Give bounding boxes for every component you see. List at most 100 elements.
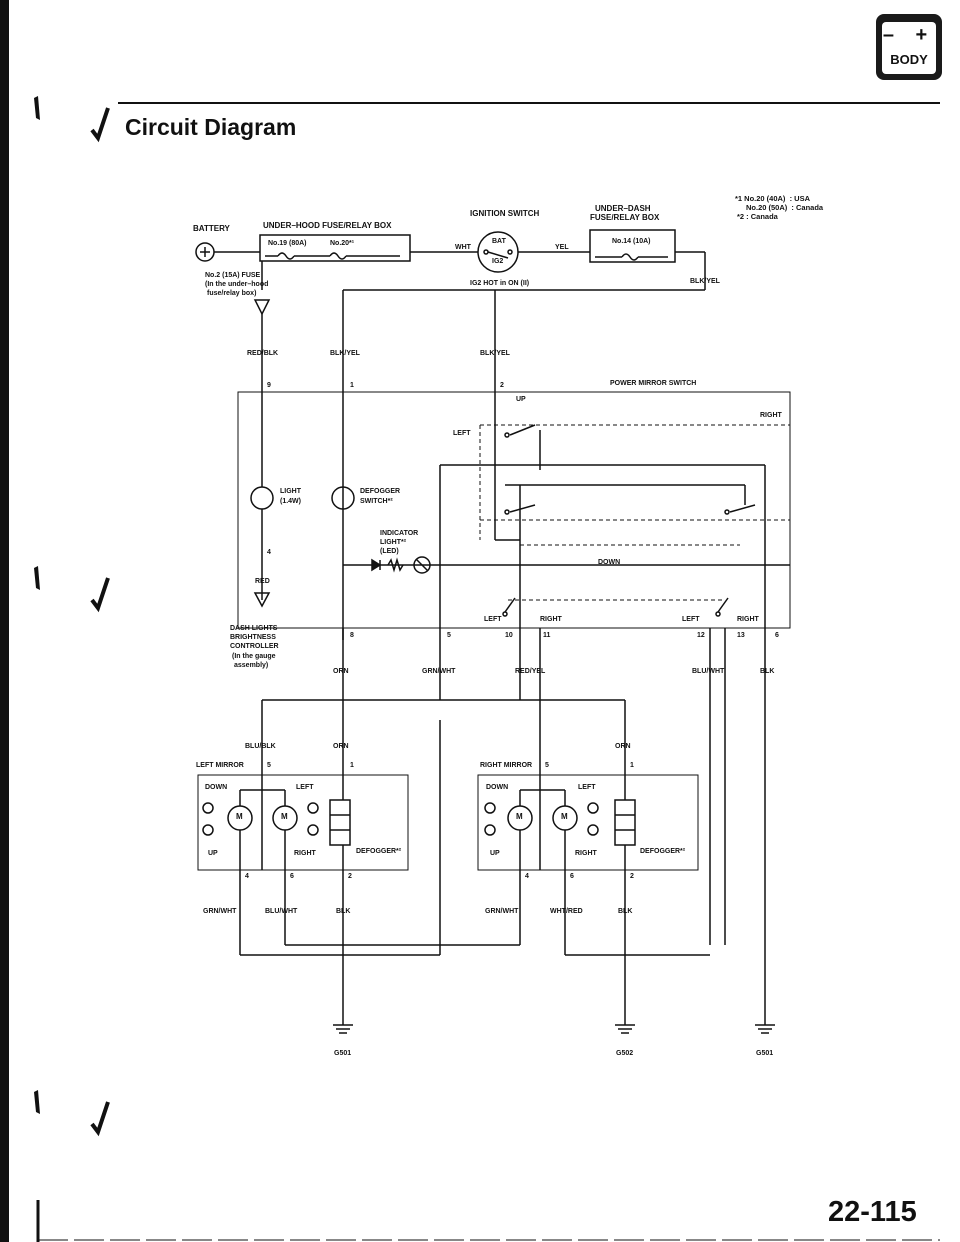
led-icon bbox=[371, 558, 382, 572]
page-number: 22-115 bbox=[828, 1196, 917, 1228]
defogger-switch-label-2: SWITCH*² bbox=[360, 498, 393, 505]
wire-blk-yel: BLK/YEL bbox=[690, 278, 720, 285]
rm-motor-m: M bbox=[516, 812, 523, 821]
indicator-label: INDICATOR bbox=[380, 530, 419, 537]
lm-left: LEFT bbox=[296, 784, 314, 791]
wire-grn-wht: GRN/WHT bbox=[203, 908, 237, 915]
pin-number: 2 bbox=[500, 382, 504, 389]
underhood-fuse-box bbox=[259, 234, 411, 262]
wire-wht: WHT bbox=[455, 244, 471, 251]
pin-number: 4 bbox=[267, 549, 271, 556]
ig2-hot-note: IG2 HOT in ON (II) bbox=[470, 280, 530, 287]
pin-number: 2 bbox=[630, 873, 634, 880]
switch-left-label: LEFT bbox=[453, 430, 471, 437]
wire-wht-red: WHT/RED bbox=[550, 908, 583, 915]
ignition-switch-label: IGNITION SWITCH bbox=[470, 209, 540, 218]
dimmer-label: DASH LIGHTS bbox=[230, 625, 278, 632]
left-defogger-element bbox=[329, 799, 351, 846]
wire-blu-wht: BLU/WHT bbox=[265, 908, 298, 915]
body-section-badge: – + BODY bbox=[876, 14, 942, 80]
underdash-fuse-box bbox=[589, 229, 676, 263]
battery-label: BATTERY bbox=[193, 224, 230, 233]
right-defogger-element bbox=[614, 799, 636, 846]
rm-defogger: DEFOGGER*² bbox=[640, 848, 686, 855]
switch-right-label: RIGHT bbox=[760, 412, 782, 419]
switch-up-label: UP bbox=[516, 396, 526, 403]
lm-motor-m: M bbox=[236, 812, 243, 821]
fuse-2-label: No.2 (15A) FUSE bbox=[205, 272, 261, 279]
pin-number: 13 bbox=[737, 632, 745, 639]
wire-red: RED bbox=[255, 578, 270, 585]
lm-defogger: DEFOGGER*² bbox=[356, 848, 402, 855]
connector-icon bbox=[253, 299, 271, 316]
rm-motor-m: M bbox=[561, 812, 568, 821]
connector-icon bbox=[253, 592, 271, 608]
light-wattage: (1.4W) bbox=[280, 498, 301, 505]
power-mirror-switch-box bbox=[237, 391, 791, 629]
underhood-box-label: UNDER–HOOD FUSE/RELAY BOX bbox=[263, 221, 392, 230]
lm-motor-m: M bbox=[281, 812, 288, 821]
pin-number: 11 bbox=[543, 632, 551, 639]
pin-number: 2 bbox=[348, 873, 352, 880]
pin-number: 5 bbox=[267, 762, 271, 769]
page-title: Circuit Diagram bbox=[125, 114, 297, 140]
wire-blu-blk: BLU/BLK bbox=[245, 743, 276, 750]
indicator-light-icon bbox=[413, 556, 431, 574]
note-1b: No.20 (50A) : Canada bbox=[746, 203, 824, 212]
right-mirror-box bbox=[477, 774, 699, 871]
fuse-icon bbox=[329, 252, 347, 260]
wire-blk-yel: BLK/YEL bbox=[480, 350, 510, 357]
wire-blk: BLK bbox=[618, 908, 633, 915]
defogger-switch-icon bbox=[331, 486, 355, 510]
wire-orn: ORN bbox=[333, 668, 349, 675]
wire-grn-wht: GRN/WHT bbox=[422, 668, 456, 675]
dimmer-label-2: BRIGHTNESS bbox=[230, 634, 276, 641]
fuse-20-label: No.20*¹ bbox=[330, 240, 355, 247]
battery-icon: – + BODY bbox=[882, 22, 936, 74]
dimmer-label-4: (In the gauge bbox=[232, 653, 276, 660]
fuse-19-label: No.19 (80A) bbox=[268, 240, 307, 247]
rm-right: RIGHT bbox=[575, 850, 597, 857]
wire-yel: YEL bbox=[555, 244, 569, 251]
wire-red-blk: RED/BLK bbox=[247, 350, 279, 357]
right-mirror-label: RIGHT MIRROR bbox=[480, 762, 533, 769]
underdash-box-label-2: FUSE/RELAY BOX bbox=[590, 213, 660, 222]
selector-left-1: LEFT bbox=[484, 616, 502, 623]
wire-red-yel: RED/YEL bbox=[515, 668, 546, 675]
note-2: *2 : Canada bbox=[737, 212, 778, 221]
pin-number: 8 bbox=[350, 632, 354, 639]
bat-terminal: BAT bbox=[492, 238, 506, 245]
pin-number: 5 bbox=[447, 632, 451, 639]
selector-left-2: LEFT bbox=[682, 616, 700, 623]
pin-number: 6 bbox=[290, 873, 294, 880]
pin-number: 4 bbox=[525, 873, 529, 880]
switch-down-label: DOWN bbox=[598, 559, 621, 566]
left-mirror-box bbox=[197, 774, 409, 871]
rm-down: DOWN bbox=[486, 784, 509, 791]
pin-number: 5 bbox=[545, 762, 549, 769]
wire-blk: BLK bbox=[760, 668, 775, 675]
fuse-2-location: (In the under–hood bbox=[205, 281, 269, 288]
pin-number: 1 bbox=[350, 382, 354, 389]
lm-up: UP bbox=[208, 850, 218, 857]
pin-number: 4 bbox=[245, 873, 249, 880]
indicator-label-2: LIGHT*² bbox=[380, 539, 407, 546]
left-mirror-label: LEFT MIRROR bbox=[196, 762, 244, 769]
lm-right: RIGHT bbox=[294, 850, 316, 857]
pin-number: 6 bbox=[775, 632, 779, 639]
underdash-box-label: UNDER–DASH bbox=[595, 204, 651, 213]
wire-blk: BLK bbox=[336, 908, 351, 915]
pin-number: 1 bbox=[350, 762, 354, 769]
fuse-14-label: No.14 (10A) bbox=[612, 238, 651, 245]
ground-label: G501 bbox=[756, 1050, 774, 1057]
indicator-label-3: (LED) bbox=[380, 548, 399, 555]
rm-up: UP bbox=[490, 850, 500, 857]
pin-number: 12 bbox=[697, 632, 705, 639]
wire-grn-wht: GRN/WHT bbox=[485, 908, 519, 915]
lm-down: DOWN bbox=[205, 784, 228, 791]
selector-right-2: RIGHT bbox=[737, 616, 759, 623]
badge-label: BODY bbox=[890, 52, 928, 67]
dimmer-label-5: assembly) bbox=[234, 662, 269, 669]
dimmer-label-3: CONTROLLER bbox=[230, 643, 279, 650]
pin-number: 6 bbox=[570, 873, 574, 880]
